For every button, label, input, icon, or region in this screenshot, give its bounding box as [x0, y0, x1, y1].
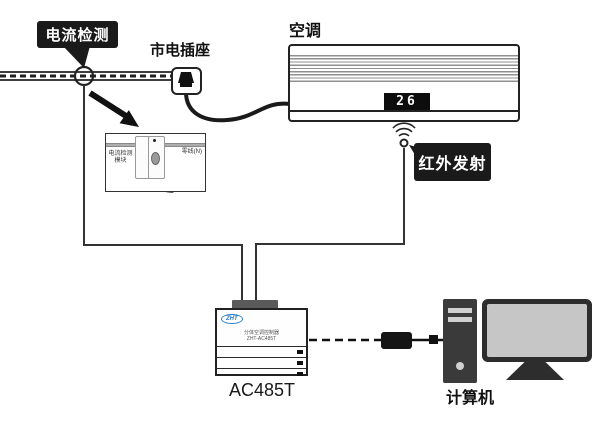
- tower-drive-bay-1: [448, 308, 472, 313]
- module-name-label: 电流检测 模块: [107, 151, 134, 165]
- computer-tower: [443, 299, 477, 383]
- module-led-icon: [153, 139, 156, 142]
- plug-icon: [178, 72, 194, 87]
- detection-module-inset: 电流检测 模块 零线(N): [105, 133, 206, 192]
- controller-name-label: AC485T: [228, 380, 296, 400]
- controller-model-line2: ZHT-AC485T: [246, 336, 277, 342]
- controller-terminal-block: [232, 300, 278, 309]
- controller-slot-1: [217, 346, 306, 358]
- module-button-icon: [151, 152, 160, 165]
- controller-slot-3: [217, 368, 306, 377]
- ir-emitter-wire: [255, 148, 405, 302]
- module-name-line2: 模块: [114, 158, 127, 164]
- ac-bottom-flap: [290, 110, 518, 112]
- current-detection-callout-tail: [63, 46, 90, 68]
- ac-temperature-value: 26: [396, 94, 418, 109]
- slot-3-jack-icon: [297, 372, 303, 376]
- ac-temperature-display: 26: [384, 93, 430, 110]
- zht-logo: ZHT: [221, 314, 243, 324]
- ir-emission-callout-label: 红外发射: [418, 156, 487, 173]
- slot-1-jack-icon: [297, 350, 303, 354]
- sensor-wire: [83, 85, 243, 302]
- computer-monitor: [482, 299, 592, 362]
- controller-model-text: 分体空调控制器 ZHT-AC485T: [217, 330, 306, 342]
- mains-power-line-icon: [0, 71, 172, 81]
- mains-socket: [171, 67, 202, 95]
- current-detection-callout-label: 电流检测: [45, 27, 110, 44]
- neutral-wire-label: 零线(N): [181, 149, 202, 155]
- ir-emission-callout: 红外发射: [414, 143, 491, 181]
- tower-power-button-icon: [456, 362, 464, 370]
- air-conditioner-unit: 26: [288, 44, 520, 122]
- arrow-icon: [88, 90, 139, 127]
- ac-vent-grille: [290, 55, 518, 84]
- mains-socket-label: 市电插座: [150, 42, 211, 59]
- slot-2-jack-icon: [297, 361, 303, 365]
- monitor-screen: [487, 304, 587, 357]
- monitor-stand: [506, 362, 564, 380]
- usb-rs485-adapter: [381, 332, 412, 349]
- usb-plug-icon: [429, 335, 438, 344]
- module-name-line1: 电流检测: [108, 151, 133, 157]
- current-detection-callout: 电流检测: [37, 21, 118, 48]
- power-cable: [184, 90, 292, 123]
- computer-label: 计算机: [445, 390, 494, 407]
- tower-drive-bay-2: [448, 317, 472, 322]
- ir-emitter-icon: [392, 122, 416, 148]
- controller-slot-2: [217, 357, 306, 369]
- controller-box: ZHT 分体空调控制器 ZHT-AC485T: [215, 308, 308, 376]
- controller-model-line1: 分体空调控制器: [243, 330, 279, 336]
- air-conditioner-label: 空调: [289, 23, 322, 40]
